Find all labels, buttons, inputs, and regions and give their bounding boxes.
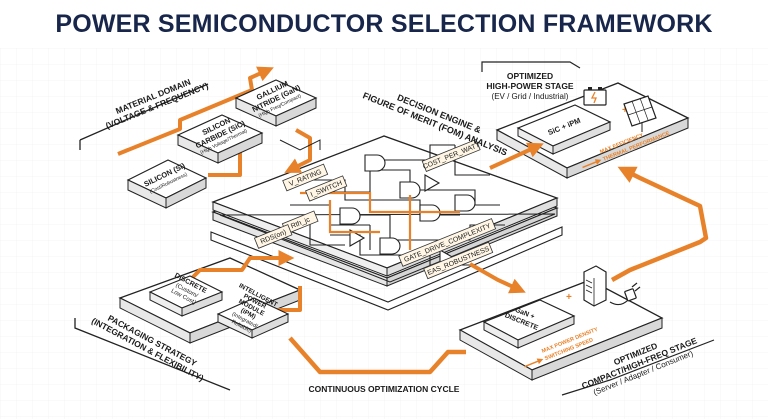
svg-text:(EV / Grid / Industrial): (EV / Grid / Industrial) xyxy=(492,92,569,101)
svg-text:HIGH-POWER STAGE: HIGH-POWER STAGE xyxy=(486,81,574,91)
logic-gates xyxy=(339,154,476,267)
server-tower-icon xyxy=(583,265,607,307)
sic-block: SILICON CARBIDE (SiC) (High Voltage/Ther… xyxy=(176,114,264,164)
svg-text:OPTIMIZED: OPTIMIZED xyxy=(507,71,553,81)
battery-icon xyxy=(583,87,607,106)
arrow-engine-to-high-power xyxy=(489,142,544,170)
arrow-engine-to-compact xyxy=(469,262,526,294)
optimization-cycle-loop xyxy=(288,166,709,375)
solar-panel-icon xyxy=(623,95,657,132)
power-plug-icon xyxy=(609,282,641,306)
sic-ipm-module: SiC + iPM xyxy=(516,104,612,155)
silicon-block: SILICON (Si) (Cost/Robustness) xyxy=(126,159,208,209)
plus-icon: + xyxy=(566,292,572,303)
ipm-block: INTELLIGENT POWER MODULE (iPM) (Integrat… xyxy=(216,282,290,339)
page-title: POWER SEMICONDUCTOR SELECTION FRAMEWORK xyxy=(55,10,713,38)
gan-discrete-module: GaN + DISCRETE xyxy=(482,299,576,349)
high-power-heading: OPTIMIZED HIGH-POWER STAGE (EV / Grid / … xyxy=(486,71,574,101)
cycle-label: CONTINUOUS OPTIMIZATION CYCLE xyxy=(309,384,460,394)
discrete-block: DISCRETE (Custom/ Low Cost) xyxy=(148,272,224,317)
gan-block: GALLIUM NITRIDE (GaN) (High Freq/Compact… xyxy=(234,79,318,127)
plus-icon: + xyxy=(622,105,628,116)
material-flow xyxy=(117,66,312,177)
engine-flow-lines xyxy=(300,191,460,250)
